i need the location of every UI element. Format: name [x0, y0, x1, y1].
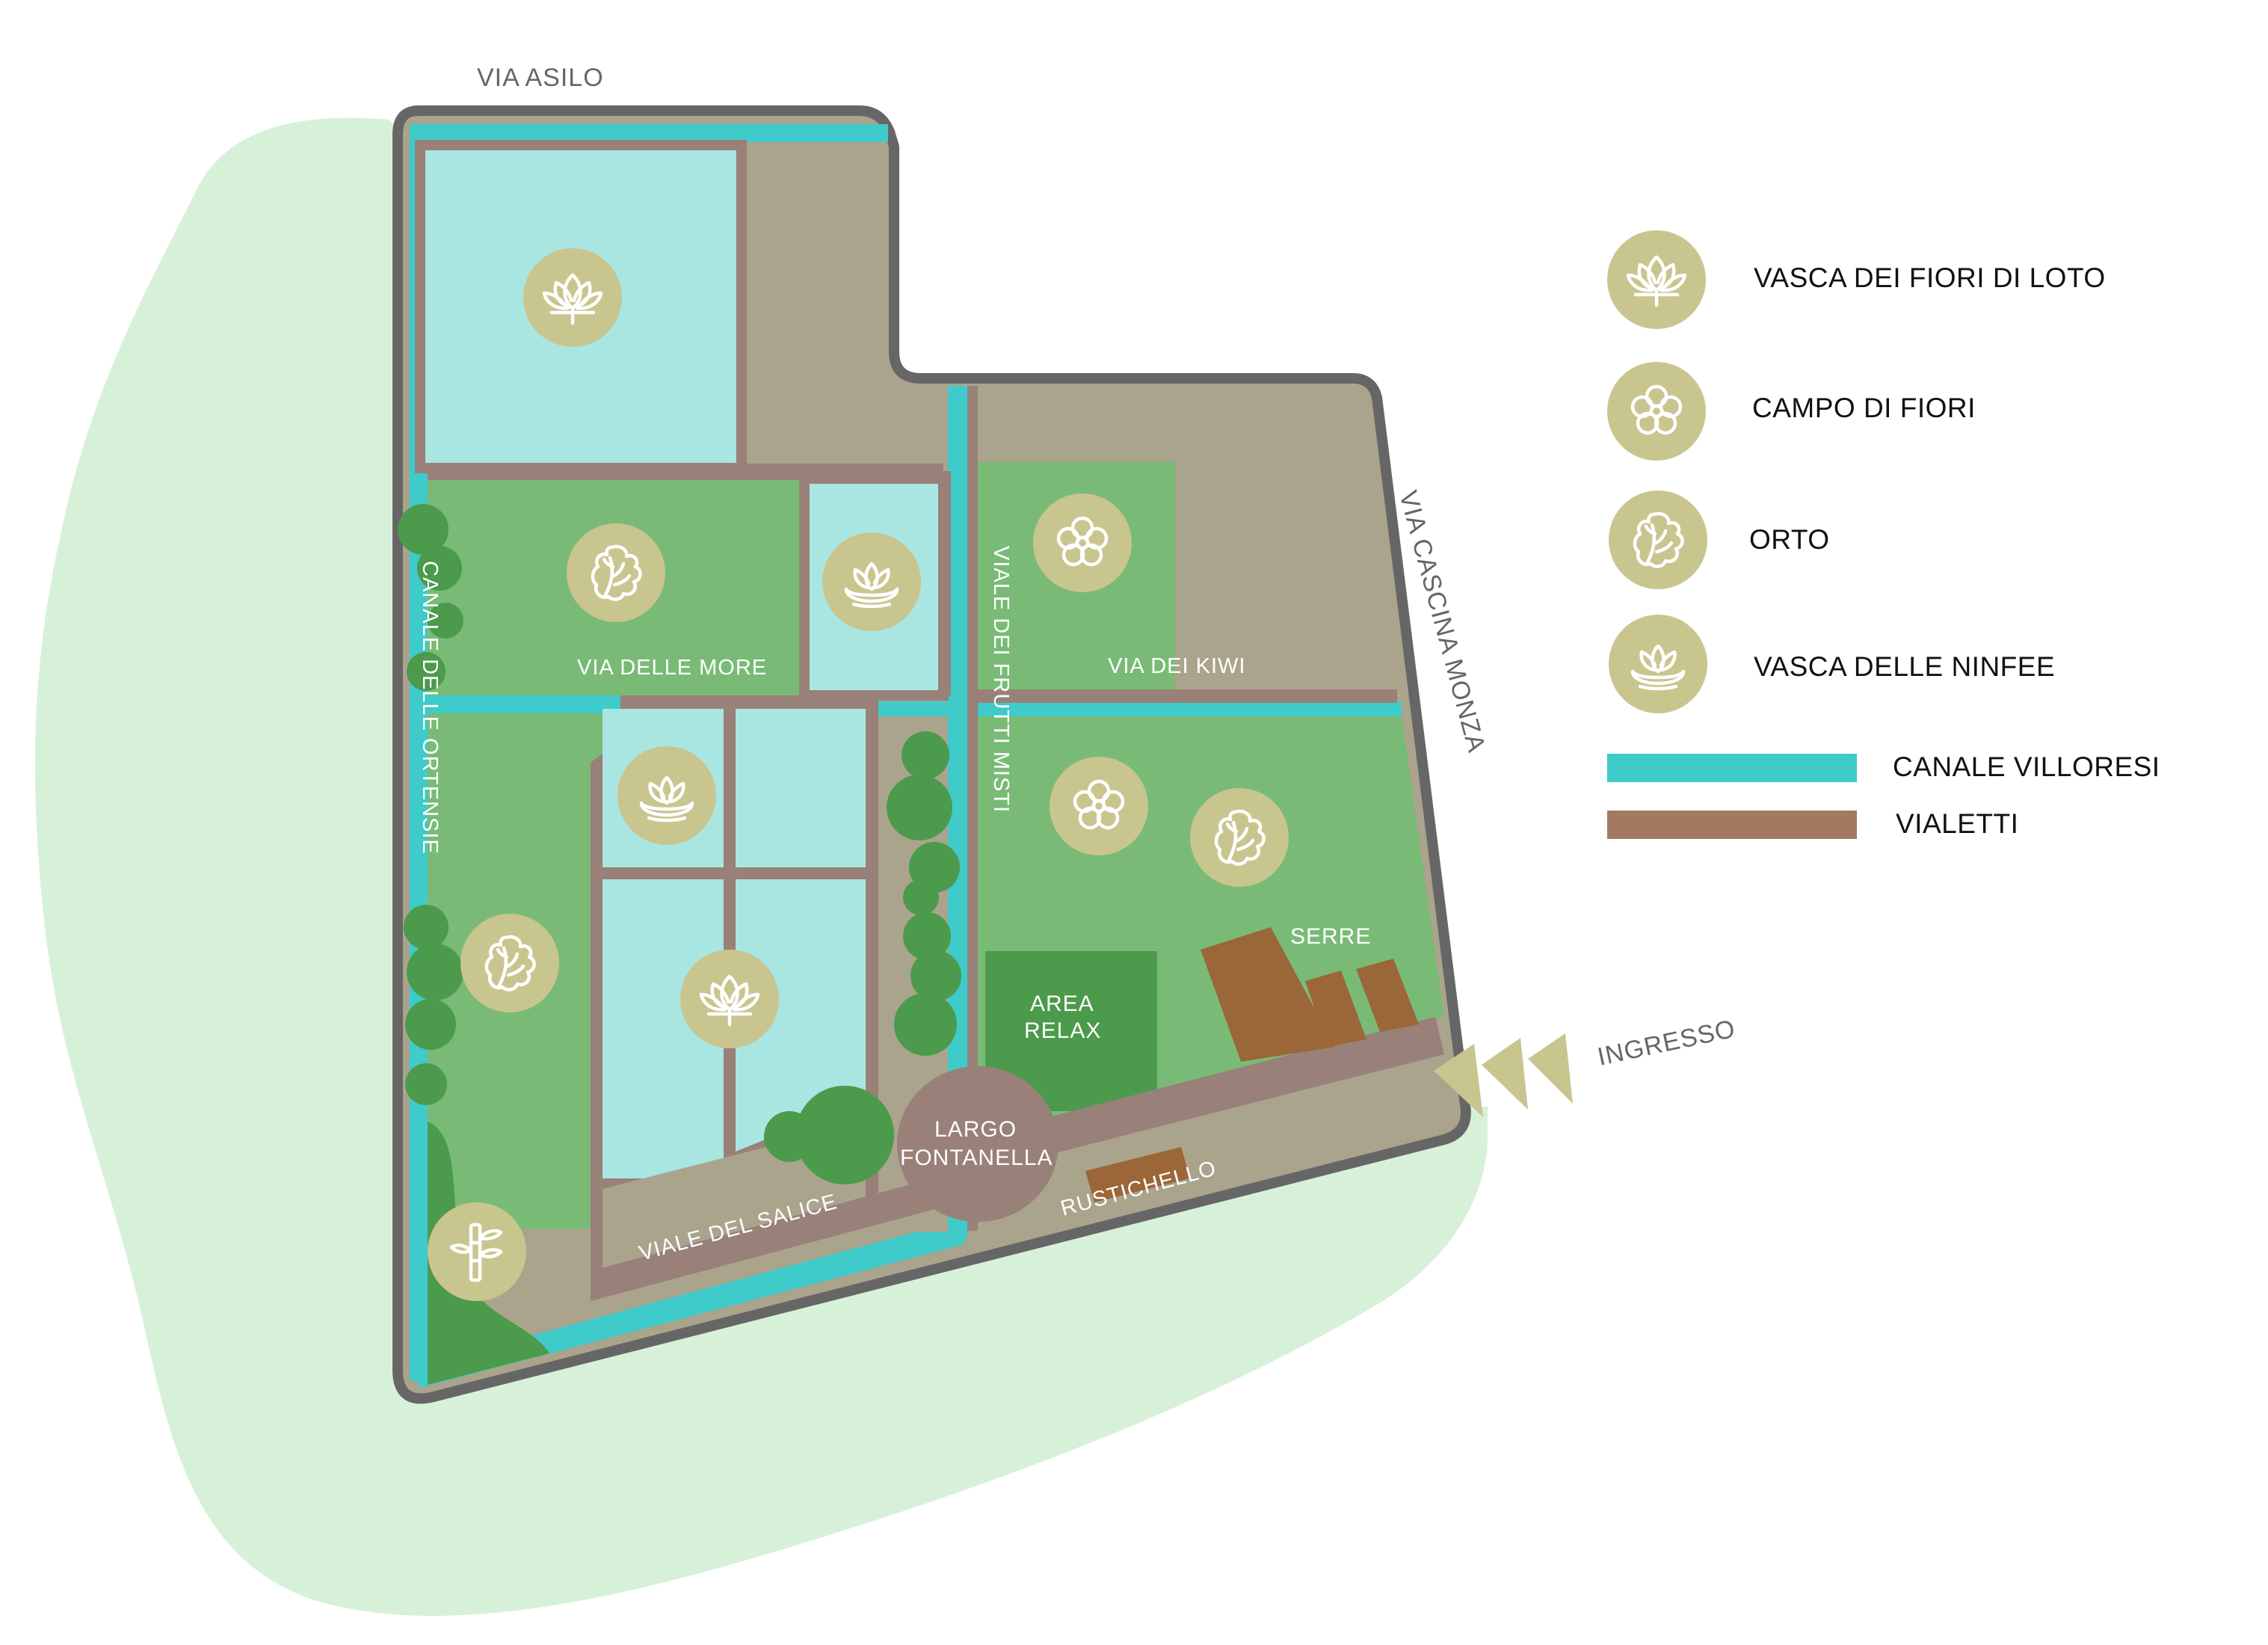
label-via-kiwi: VIA DEI KIWI [1108, 654, 1245, 678]
lettuce-icon [1190, 788, 1289, 887]
label-largo-2: FONTANELLA [900, 1146, 1053, 1170]
street-via-asilo: VIA ASILO [477, 64, 604, 92]
water-lily-icon [617, 746, 716, 845]
legend-label: VASCA DEI FIORI DI LOTO [1754, 262, 2106, 293]
legend-item-flower: CAMPO DI FIORI [1607, 362, 1976, 461]
flower-icon [1033, 494, 1132, 592]
path-viale-del-salice [591, 1174, 949, 1301]
trees [398, 504, 961, 1184]
legend-item-waterlily: VASCA DELLE NINFEE [1609, 615, 2055, 713]
pond-c2 [736, 709, 866, 867]
lotus-icon [523, 248, 622, 347]
legend-item-lotus: VASCA DEI FIORI DI LOTO [1607, 230, 2106, 329]
legend-label: VIALETTI [1896, 808, 2018, 839]
legend-item-canal: CANALE VILLORESI [1607, 751, 2160, 782]
label-serre: SERRE [1290, 924, 1371, 949]
legend-label: CANALE VILLORESI [1893, 751, 2160, 782]
legend-label: ORTO [1749, 524, 1830, 555]
lotus-icon [1607, 230, 1706, 329]
bamboo-icon [428, 1202, 526, 1301]
lettuce-icon [1609, 491, 1707, 589]
lettuce-icon [460, 914, 559, 1012]
lettuce-icon [567, 523, 665, 622]
garden-bamboo [428, 1122, 549, 1385]
canal-swatch [1607, 754, 1857, 782]
label-canale-ortensie: CANALE DELLE ORTENSIE [418, 561, 442, 855]
path-left-upper [943, 471, 951, 695]
path-kiwi [967, 689, 1397, 703]
path-frutti-misti [967, 386, 978, 1231]
water-lily-icon [1609, 615, 1707, 713]
label-area-relax-1: AREA [1030, 991, 1094, 1016]
plaza-c5 [603, 1122, 866, 1282]
rustichello-building [1085, 1147, 1190, 1202]
legend-item-path: VIALETTI [1607, 808, 2018, 839]
path-swatch [1607, 811, 1857, 839]
ingresso-arrows [1434, 1033, 1573, 1117]
street-ingresso: INGRESSO [1595, 1015, 1738, 1071]
legend: VASCA DEI FIORI DI LOTO CAMPO DI FIORI O… [1607, 230, 2160, 839]
lotus-icon [680, 950, 779, 1048]
flower-icon [1607, 362, 1706, 461]
water-lily-icon [822, 532, 921, 631]
pond-c4 [736, 879, 866, 1152]
largo-fontanella [897, 1066, 1058, 1222]
legend-label: VASCA DELLE NINFEE [1754, 651, 2055, 682]
label-via-more: VIA DELLE MORE [577, 656, 767, 680]
legend-item-lettuce: ORTO [1609, 491, 1830, 589]
serre [1201, 927, 1419, 1062]
flower-icon [1050, 757, 1148, 855]
path-rustichello [1032, 1017, 1444, 1159]
legend-label: CAMPO DI FIORI [1752, 393, 1976, 423]
label-largo-1: LARGO [934, 1117, 1017, 1142]
label-area-relax-2: RELAX [1024, 1018, 1101, 1043]
label-viale-frutti-misti: VIALE DEI FRUTTI MISTI [989, 546, 1013, 813]
